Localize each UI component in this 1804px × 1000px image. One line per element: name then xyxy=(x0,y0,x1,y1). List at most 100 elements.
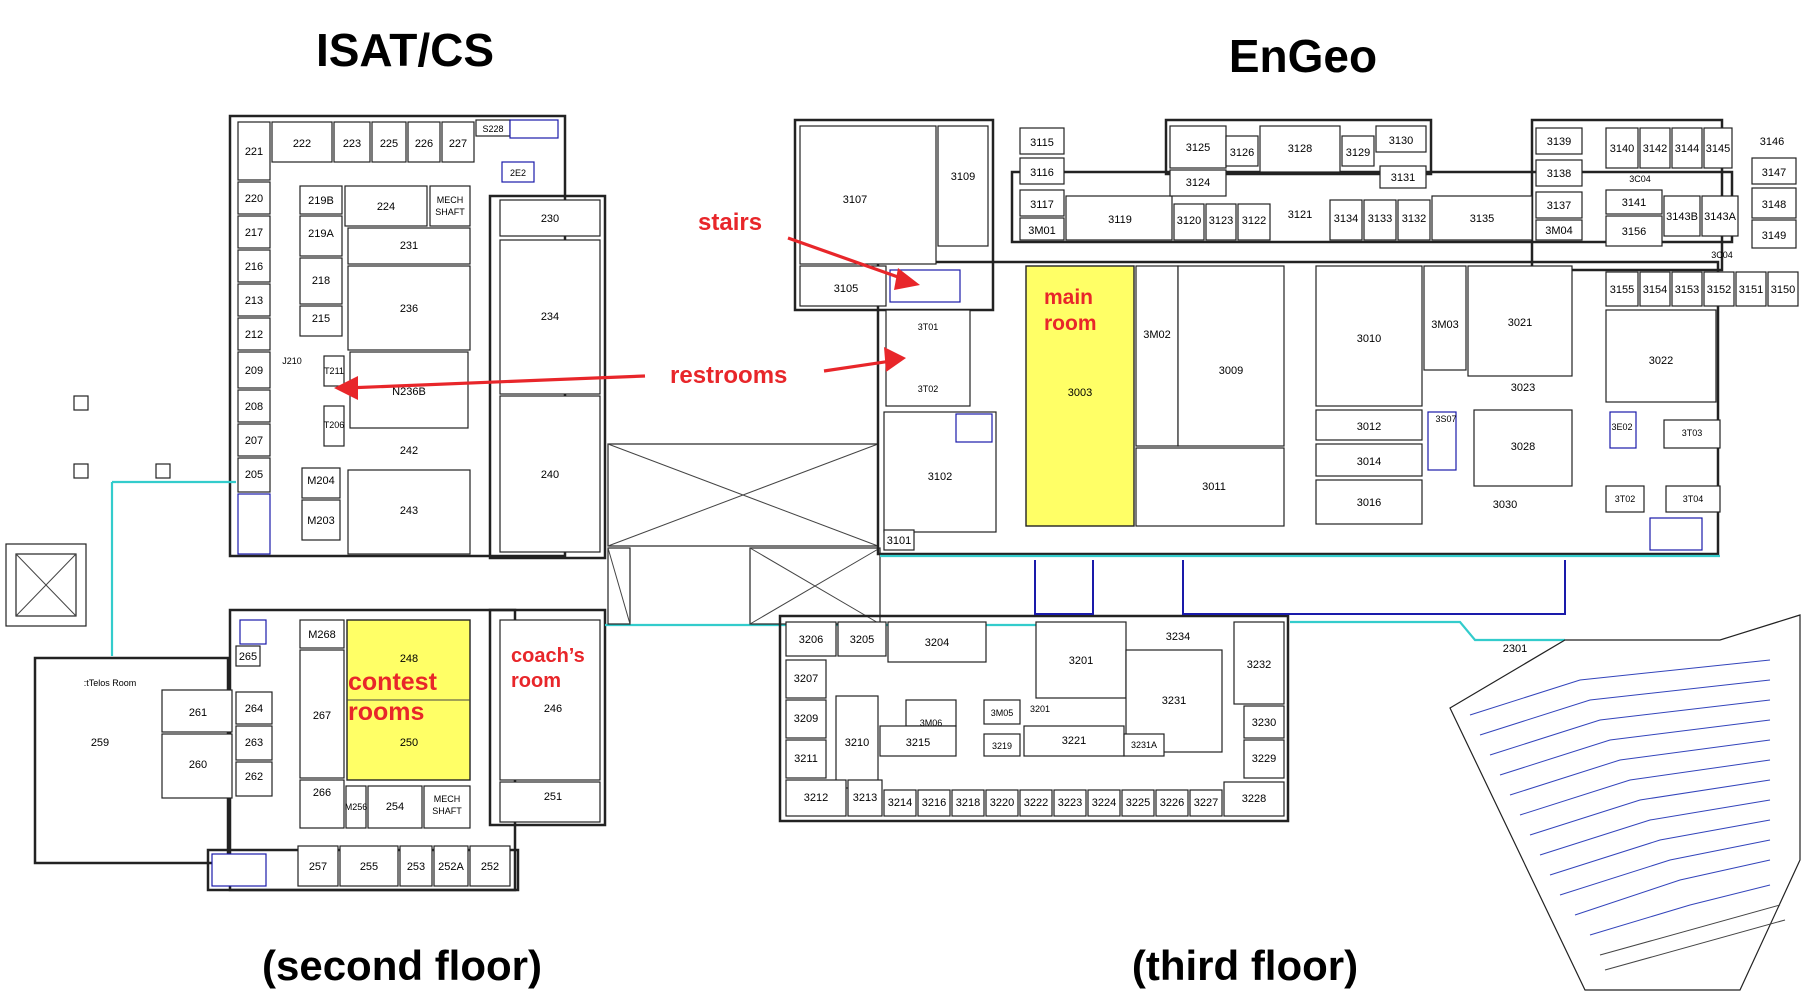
room-3224: 3224 xyxy=(1092,797,1116,809)
room-3152: 3152 xyxy=(1707,284,1731,296)
room-3222: 3222 xyxy=(1024,797,1048,809)
engeo-south-wing-outline xyxy=(778,614,1290,823)
room-3S07: 3S07 xyxy=(1435,414,1456,424)
room-2E2: 2E2 xyxy=(510,168,526,178)
room-3134: 3134 xyxy=(1334,213,1358,225)
room-267: 267 xyxy=(313,710,331,722)
room-3M05: 3M05 xyxy=(991,708,1014,718)
room-3130: 3130 xyxy=(1389,135,1413,147)
room-3231: 3231 xyxy=(1162,695,1186,707)
room-205: 205 xyxy=(245,469,263,481)
isat-west-stairs xyxy=(237,493,271,555)
room-3109: 3109 xyxy=(951,171,975,183)
room-216: 216 xyxy=(245,261,263,273)
engeo-floor-label: (third floor) xyxy=(1132,942,1358,989)
room-257: 257 xyxy=(309,861,327,873)
room-3115: 3115 xyxy=(1030,137,1054,149)
room-230: 230 xyxy=(541,213,559,225)
room-3124: 3124 xyxy=(1186,177,1210,189)
annotations: stairs restrooms main room contest rooms… xyxy=(334,209,1097,726)
room-3212: 3212 xyxy=(804,792,828,804)
room-3E02: 3E02 xyxy=(1611,422,1632,432)
isat-north-stairs xyxy=(509,119,559,139)
room-3206: 3206 xyxy=(799,634,823,646)
room-261: 261 xyxy=(189,707,207,719)
room-3213: 3213 xyxy=(853,792,877,804)
isat-building: 221 222 223 225 226 227 S228 2E2 220 217… xyxy=(5,114,1095,892)
contest-rooms-label-2: rooms xyxy=(348,698,424,726)
room-3121: 3121 xyxy=(1288,209,1312,221)
room-259: 259 xyxy=(91,737,109,749)
room-3145: 3145 xyxy=(1706,143,1730,155)
room-3138: 3138 xyxy=(1547,168,1571,180)
skybridge-connector xyxy=(607,443,881,625)
room-224: 224 xyxy=(377,201,395,213)
room-3154: 3154 xyxy=(1643,284,1667,296)
room-3149: 3149 xyxy=(1762,230,1786,242)
room-231: 231 xyxy=(400,240,418,252)
room-3131: 3131 xyxy=(1391,172,1415,184)
engeo-building: 3107 3109 3105 3115 3116 3117 3M01 3119 … xyxy=(778,118,1801,991)
isat-south-stairs xyxy=(211,853,267,887)
room-3126: 3126 xyxy=(1230,147,1254,159)
room-3137: 3137 xyxy=(1547,200,1571,212)
room-222: 222 xyxy=(293,138,311,150)
room-3215: 3215 xyxy=(906,737,930,749)
room-3223: 3223 xyxy=(1058,797,1082,809)
room-223: 223 xyxy=(343,138,361,150)
room-3218: 3218 xyxy=(956,797,980,809)
room-3102: 3102 xyxy=(928,471,952,483)
room-3155: 3155 xyxy=(1610,284,1634,296)
room-3M03: 3M03 xyxy=(1431,319,1459,331)
room-3211: 3211 xyxy=(794,753,818,765)
room-3231A: 3231A xyxy=(1131,740,1157,750)
room-3122: 3122 xyxy=(1242,215,1266,227)
engeo-main-block-outline xyxy=(876,260,1720,556)
room-3132: 3132 xyxy=(1402,213,1426,225)
room-3116: 3116 xyxy=(1030,167,1054,179)
room-255: 255 xyxy=(360,861,378,873)
room-254: 254 xyxy=(386,801,404,813)
room-226: 226 xyxy=(415,138,433,150)
room-2301: 2301 xyxy=(1503,643,1527,655)
room-252: 252 xyxy=(481,861,499,873)
room-3204: 3204 xyxy=(925,637,949,649)
room-219A: 219A xyxy=(308,228,334,240)
room-M268: M268 xyxy=(308,629,336,641)
room-3151: 3151 xyxy=(1739,284,1763,296)
room-215: 215 xyxy=(312,313,330,325)
room-3022: 3022 xyxy=(1649,355,1673,367)
main-room-label-2: room xyxy=(1044,312,1097,335)
room-3201-small: 3201 xyxy=(1030,704,1050,714)
room-225: 225 xyxy=(380,138,398,150)
restrooms-arrow-left xyxy=(345,374,646,390)
room-253: 253 xyxy=(407,861,425,873)
room-3128: 3128 xyxy=(1288,143,1312,155)
room-3210: 3210 xyxy=(845,737,869,749)
room-3028: 3028 xyxy=(1511,441,1535,453)
stairs-label: stairs xyxy=(698,209,762,236)
isat-floor-label: (second floor) xyxy=(262,942,542,989)
room-3135: 3135 xyxy=(1470,213,1494,225)
room-3225: 3225 xyxy=(1126,797,1150,809)
stairs-arrowhead xyxy=(894,268,920,290)
room-3C04-north: 3C04 xyxy=(1629,174,1651,184)
room-3220: 3220 xyxy=(990,797,1014,809)
room-3144: 3144 xyxy=(1675,143,1699,155)
room-3142: 3142 xyxy=(1643,143,1667,155)
room-246: 246 xyxy=(544,703,562,715)
room-3201: 3201 xyxy=(1069,655,1093,667)
room-3153: 3153 xyxy=(1675,284,1699,296)
room-3230: 3230 xyxy=(1252,717,1276,729)
room-M256: M256 xyxy=(345,802,368,812)
room-3M04: 3M04 xyxy=(1545,225,1573,237)
room-248: 248 xyxy=(400,653,418,665)
room-3021: 3021 xyxy=(1508,317,1532,329)
room-3146: 3146 xyxy=(1760,136,1784,148)
room-T206: T206 xyxy=(324,420,345,430)
room-N236B: N236B xyxy=(392,386,426,398)
room-3141: 3141 xyxy=(1622,197,1646,209)
room-208: 208 xyxy=(245,401,263,413)
room-227: 227 xyxy=(449,138,467,150)
